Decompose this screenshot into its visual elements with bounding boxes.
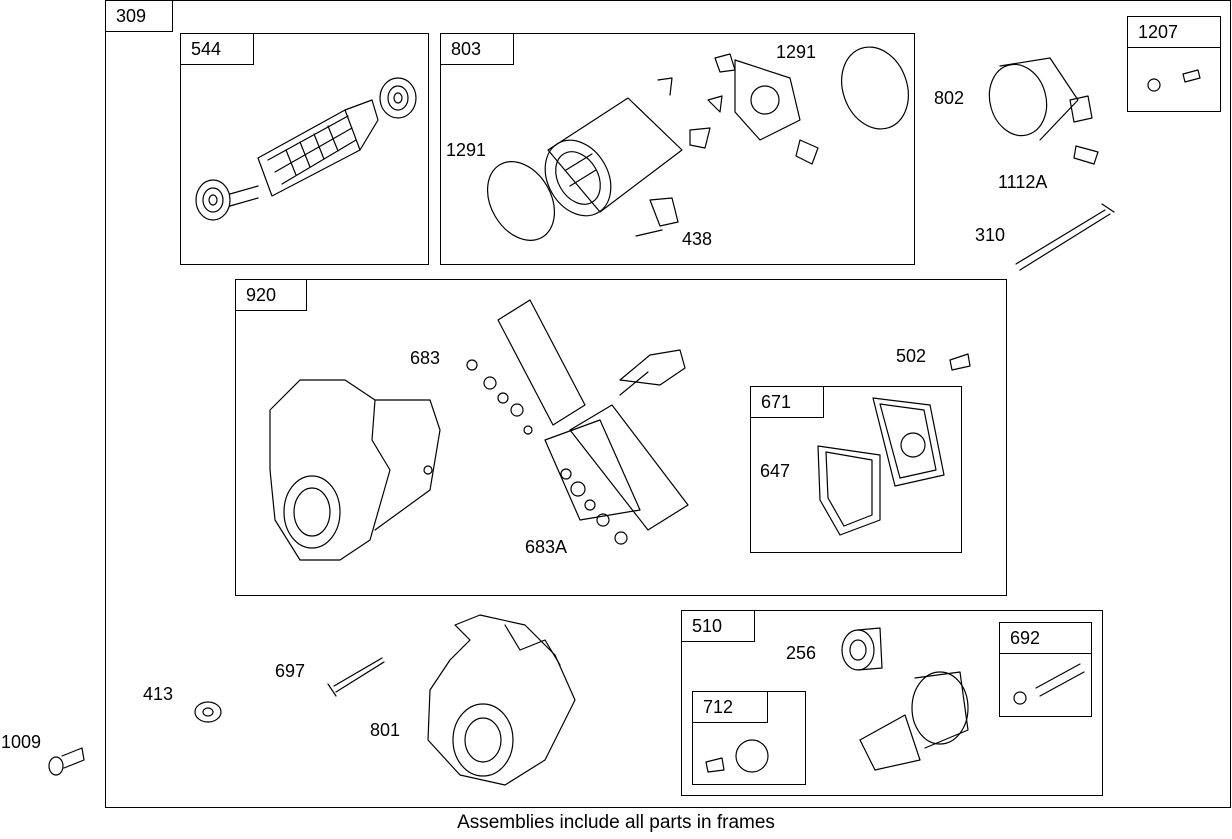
frame-label-920: 920 [235, 279, 307, 311]
part-label-502: 502 [896, 346, 927, 366]
part-label-697: 697 [275, 661, 306, 681]
part-label-256: 256 [786, 643, 817, 663]
assembly-frame-692: 692 [999, 622, 1092, 717]
part-label-1009: 1009 [1, 732, 42, 752]
frame-label-510: 510 [681, 610, 755, 642]
part-label-413: 413 [143, 684, 174, 704]
part-label-1291-right: 1291 [776, 42, 817, 62]
assembly-frame-712: 712 [692, 691, 806, 785]
part-label-801: 801 [370, 720, 401, 740]
assembly-frame-1207: 1207 [1127, 16, 1221, 112]
frame-label-692: 692 [999, 622, 1092, 654]
assembly-frame-671: 671 [750, 386, 962, 553]
part-label-683: 683 [410, 348, 441, 368]
frame-label-1207: 1207 [1127, 16, 1221, 48]
part-label-1291-left: 1291 [446, 140, 487, 160]
frame-label-544: 544 [180, 33, 254, 65]
part-label-647: 647 [760, 461, 791, 481]
frame-label-309: 309 [105, 0, 173, 32]
part-label-802: 802 [934, 88, 965, 108]
part-label-683A: 683A [525, 537, 568, 557]
assembly-frame-803: 803 [440, 33, 915, 265]
part-label-310: 310 [975, 225, 1006, 245]
diagram-caption: Assemblies include all parts in frames [457, 812, 775, 833]
frame-label-671: 671 [750, 386, 824, 418]
assembly-frame-510: 510 [681, 610, 1103, 796]
part-label-438: 438 [682, 229, 713, 249]
frame-label-803: 803 [440, 33, 514, 65]
assembly-frame-920: 920 [235, 279, 1007, 596]
assembly-frame-309: 309 [105, 0, 1231, 808]
frame-label-712: 712 [692, 691, 768, 723]
assembly-frame-544: 544 [180, 33, 429, 265]
part-label-1112A: 1112A [998, 172, 1048, 192]
